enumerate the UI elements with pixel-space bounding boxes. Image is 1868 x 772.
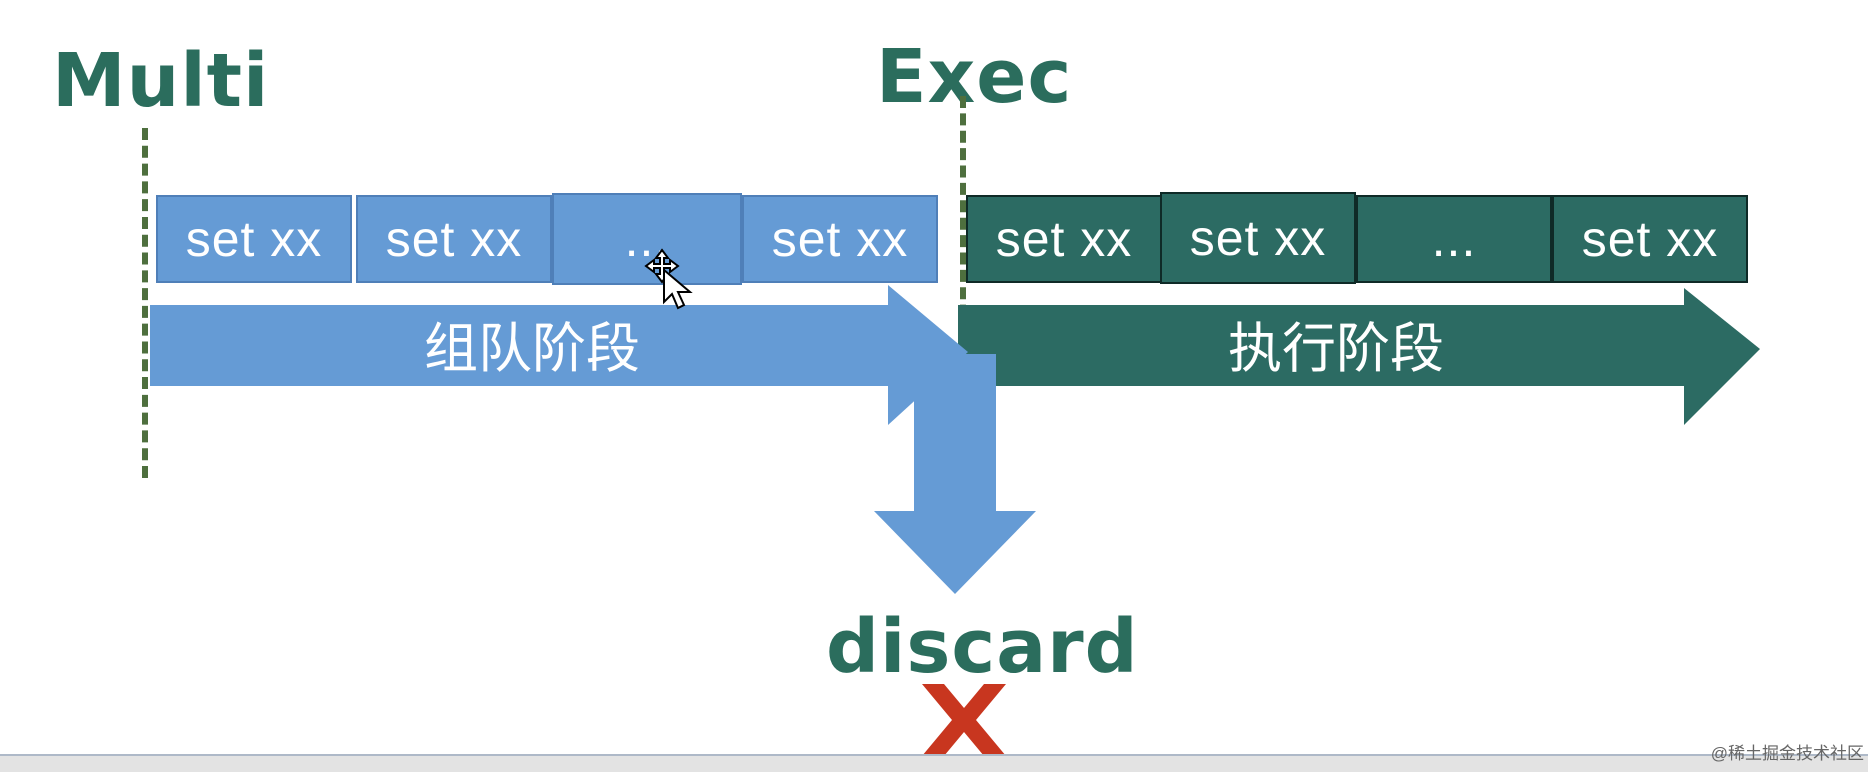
move-cursor-icon [644,248,693,310]
multi-label: Multi [52,38,270,124]
exec-phase-arrow [958,288,1760,425]
exec-command-box: ... [1356,195,1552,283]
exec-guide-line [960,96,966,334]
discard-label: discard [826,604,1139,690]
corner-caption: @稀土掘金技术社区 [1710,744,1864,763]
queue-phase-label: 组队阶段 [424,317,640,380]
exec-label: Exec [876,34,1073,120]
exec-command-box: set xx [1160,192,1356,284]
multi-guide-line [142,128,148,478]
queue-command-box: set xx [356,195,552,283]
exec-command-box: set xx [1552,195,1748,283]
queue-command-box: set xx [156,195,352,283]
discard-x-icon [922,684,1006,756]
exec-command-box: set xx [966,195,1162,283]
exec-phase-label: 执行阶段 [1228,317,1444,380]
queue-phase-arrow [150,285,968,425]
discard-arrow [874,354,1036,594]
bottom-strip [0,754,1868,772]
queue-command-box: set xx [742,195,938,283]
queue-command-box: ... [552,193,742,285]
